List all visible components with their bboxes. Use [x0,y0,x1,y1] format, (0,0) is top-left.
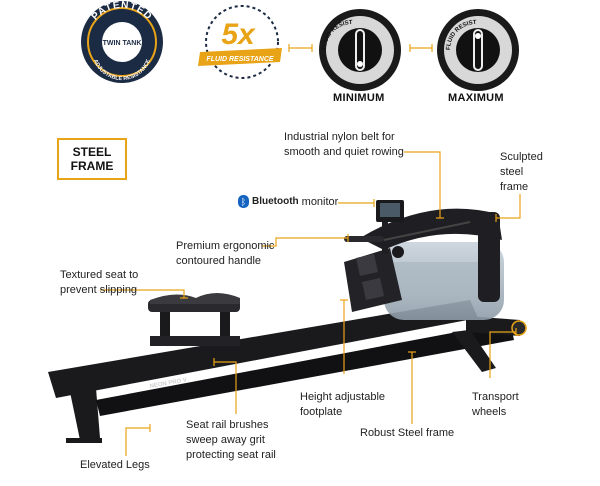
patented-badge: PATENTED ADJUSTABLE RESISTANCE TWIN TANK [81,0,163,83]
callout-elevated-legs: Elevated Legs [80,459,150,471]
leader-lines [100,151,521,456]
bluetooth-icon: ᛒ [238,195,249,208]
rail-left [48,300,478,398]
five-x-text: 5x [221,18,256,51]
callout-seat: Textured seat to prevent slipping [60,269,139,296]
minimum-label: MINIMUM [333,92,385,104]
bluetooth-monitor-label: ᛒ Bluetooth monitor [238,195,338,208]
transport-wheel [511,320,527,336]
fluid-resistance-badge: 5x FLUID RESISTANCE [198,5,282,79]
badge-connectors [288,44,433,52]
maximum-resistance-knob: FLUID RESISTANCE [0,0,519,91]
callout-belt: Industrial nylon belt for smooth and qui… [284,131,404,158]
steel-frame-line1: STEEL [72,145,112,159]
callout-sculpted-frame: Sculpted steel frame [500,151,543,193]
patented-middle-text: TWIN TANK [103,40,142,47]
callout-robust-frame: Robust Steel frame [360,427,455,439]
callout-wheels: Transport wheels [472,391,519,418]
minimum-resistance-knob: FLUID RESISTANCE [0,0,401,91]
callout-handle: Premium ergonomic contoured handle [176,240,275,267]
callout-brushes: Seat rail brushes sweep away grit protec… [186,419,276,461]
steel-frame-box: STEEL FRAME [57,138,127,180]
handle [344,236,384,242]
fluid-ribbon-text: FLUID RESISTANCE [206,56,273,63]
maximum-label: MAXIMUM [448,92,504,104]
front-leg [452,330,496,372]
rail-right [96,322,514,416]
rear-leg [70,388,100,440]
steel-frame-line2: FRAME [70,159,114,173]
knob-ring-text-min: FLUID RESISTANCE [0,0,353,50]
rowing-machine [48,200,527,443]
callout-footplate: Height adjustable footplate [300,391,386,418]
